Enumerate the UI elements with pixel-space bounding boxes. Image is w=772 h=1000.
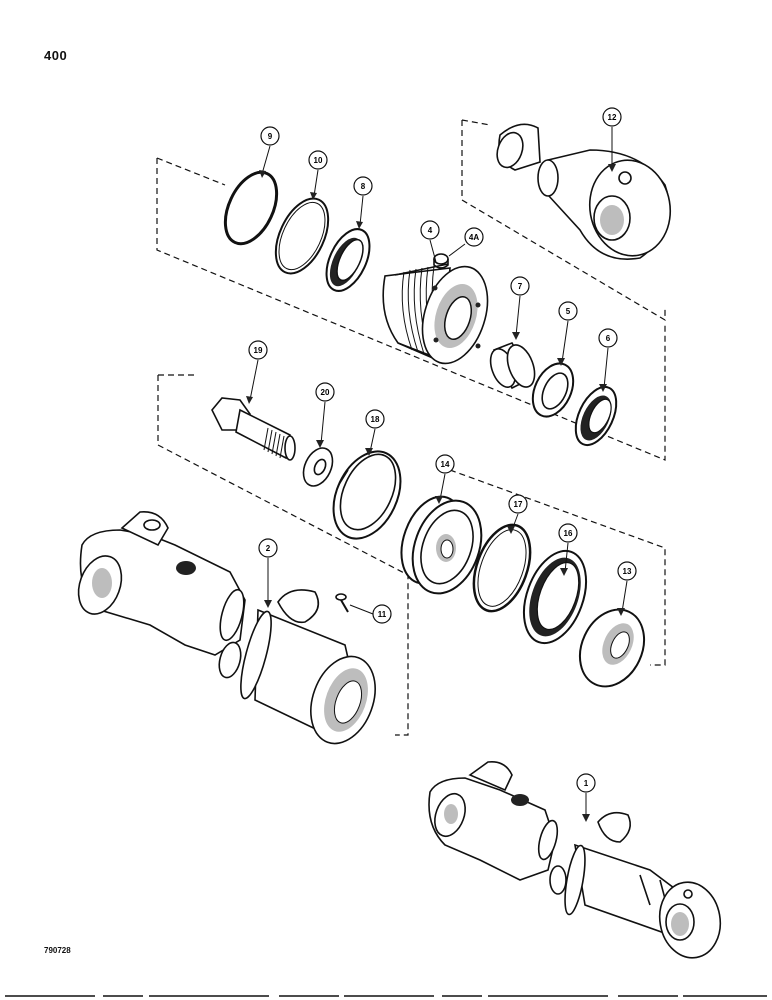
page-number: 400 <box>44 48 68 63</box>
piston-seal-part <box>522 549 588 645</box>
callout-4-label: 4 <box>428 226 433 235</box>
plug-part <box>433 253 449 269</box>
callout-6: 6 <box>598 328 618 348</box>
callout-12: 12 <box>602 107 622 127</box>
callout-5-label: 5 <box>566 307 571 316</box>
backup-ring-part <box>274 197 330 275</box>
callout-4a-label: 4A <box>469 233 479 242</box>
callout-8-label: 8 <box>361 182 366 191</box>
callout-17-label: 17 <box>514 500 523 509</box>
callout-16-label: 16 <box>564 529 573 538</box>
callout-2: 2 <box>258 538 278 558</box>
cylinder-head-part <box>382 263 489 365</box>
piston-o-ring-part <box>472 523 532 613</box>
callout-8: 8 <box>353 176 373 196</box>
callout-1-label: 1 <box>584 779 589 788</box>
callout-14-label: 14 <box>441 460 450 469</box>
group-outline-head-seals-top <box>156 157 226 186</box>
callout-5: 5 <box>558 301 578 321</box>
leader-lines <box>246 127 628 822</box>
callout-11-label: 11 <box>378 610 387 619</box>
callout-6-label: 6 <box>606 334 611 343</box>
callout-11: 11 <box>372 604 392 624</box>
callout-10: 10 <box>308 150 328 170</box>
callout-17: 17 <box>508 494 528 514</box>
callout-16: 16 <box>558 523 578 543</box>
rod-seal-ring-part <box>531 362 575 418</box>
callout-13: 13 <box>617 561 637 581</box>
callout-7: 7 <box>510 276 530 296</box>
group-outline-rod-eye <box>461 119 666 322</box>
callout-18-label: 18 <box>371 415 380 424</box>
wiper-seal-part <box>325 228 371 292</box>
bushing-part <box>489 342 536 390</box>
drawing-code: 790728 <box>44 946 71 955</box>
rod-seal-part <box>574 386 618 446</box>
washer-part <box>302 447 334 487</box>
wear-ring-part <box>332 450 402 540</box>
callout-4a: 4A <box>464 227 484 247</box>
callout-14: 14 <box>435 454 455 474</box>
piston-retainer-part <box>578 608 646 688</box>
group-outline-piston-right <box>449 469 666 666</box>
cylinder-barrel-part <box>77 511 376 745</box>
callout-9-label: 9 <box>268 132 273 141</box>
rod-eye-part <box>496 123 672 260</box>
callout-2-label: 2 <box>266 544 271 553</box>
callout-20-label: 20 <box>321 388 330 397</box>
group-outline-head-seals <box>156 158 666 461</box>
callout-1: 1 <box>576 773 596 793</box>
piston-part <box>400 495 483 595</box>
callout-20: 20 <box>315 382 335 402</box>
callout-7-label: 7 <box>518 282 523 291</box>
callout-9: 9 <box>260 126 280 146</box>
callout-13-label: 13 <box>623 567 632 576</box>
callout-4: 4 <box>420 220 440 240</box>
callout-19-label: 19 <box>254 346 263 355</box>
callout-12-label: 12 <box>608 113 617 122</box>
callout-19: 19 <box>248 340 268 360</box>
o-ring-part <box>223 170 279 246</box>
screw-part <box>335 593 349 613</box>
callout-18: 18 <box>365 409 385 429</box>
callout-10-label: 10 <box>314 156 323 165</box>
bolt-part <box>211 397 296 461</box>
cylinder-assembly-part <box>428 760 722 959</box>
